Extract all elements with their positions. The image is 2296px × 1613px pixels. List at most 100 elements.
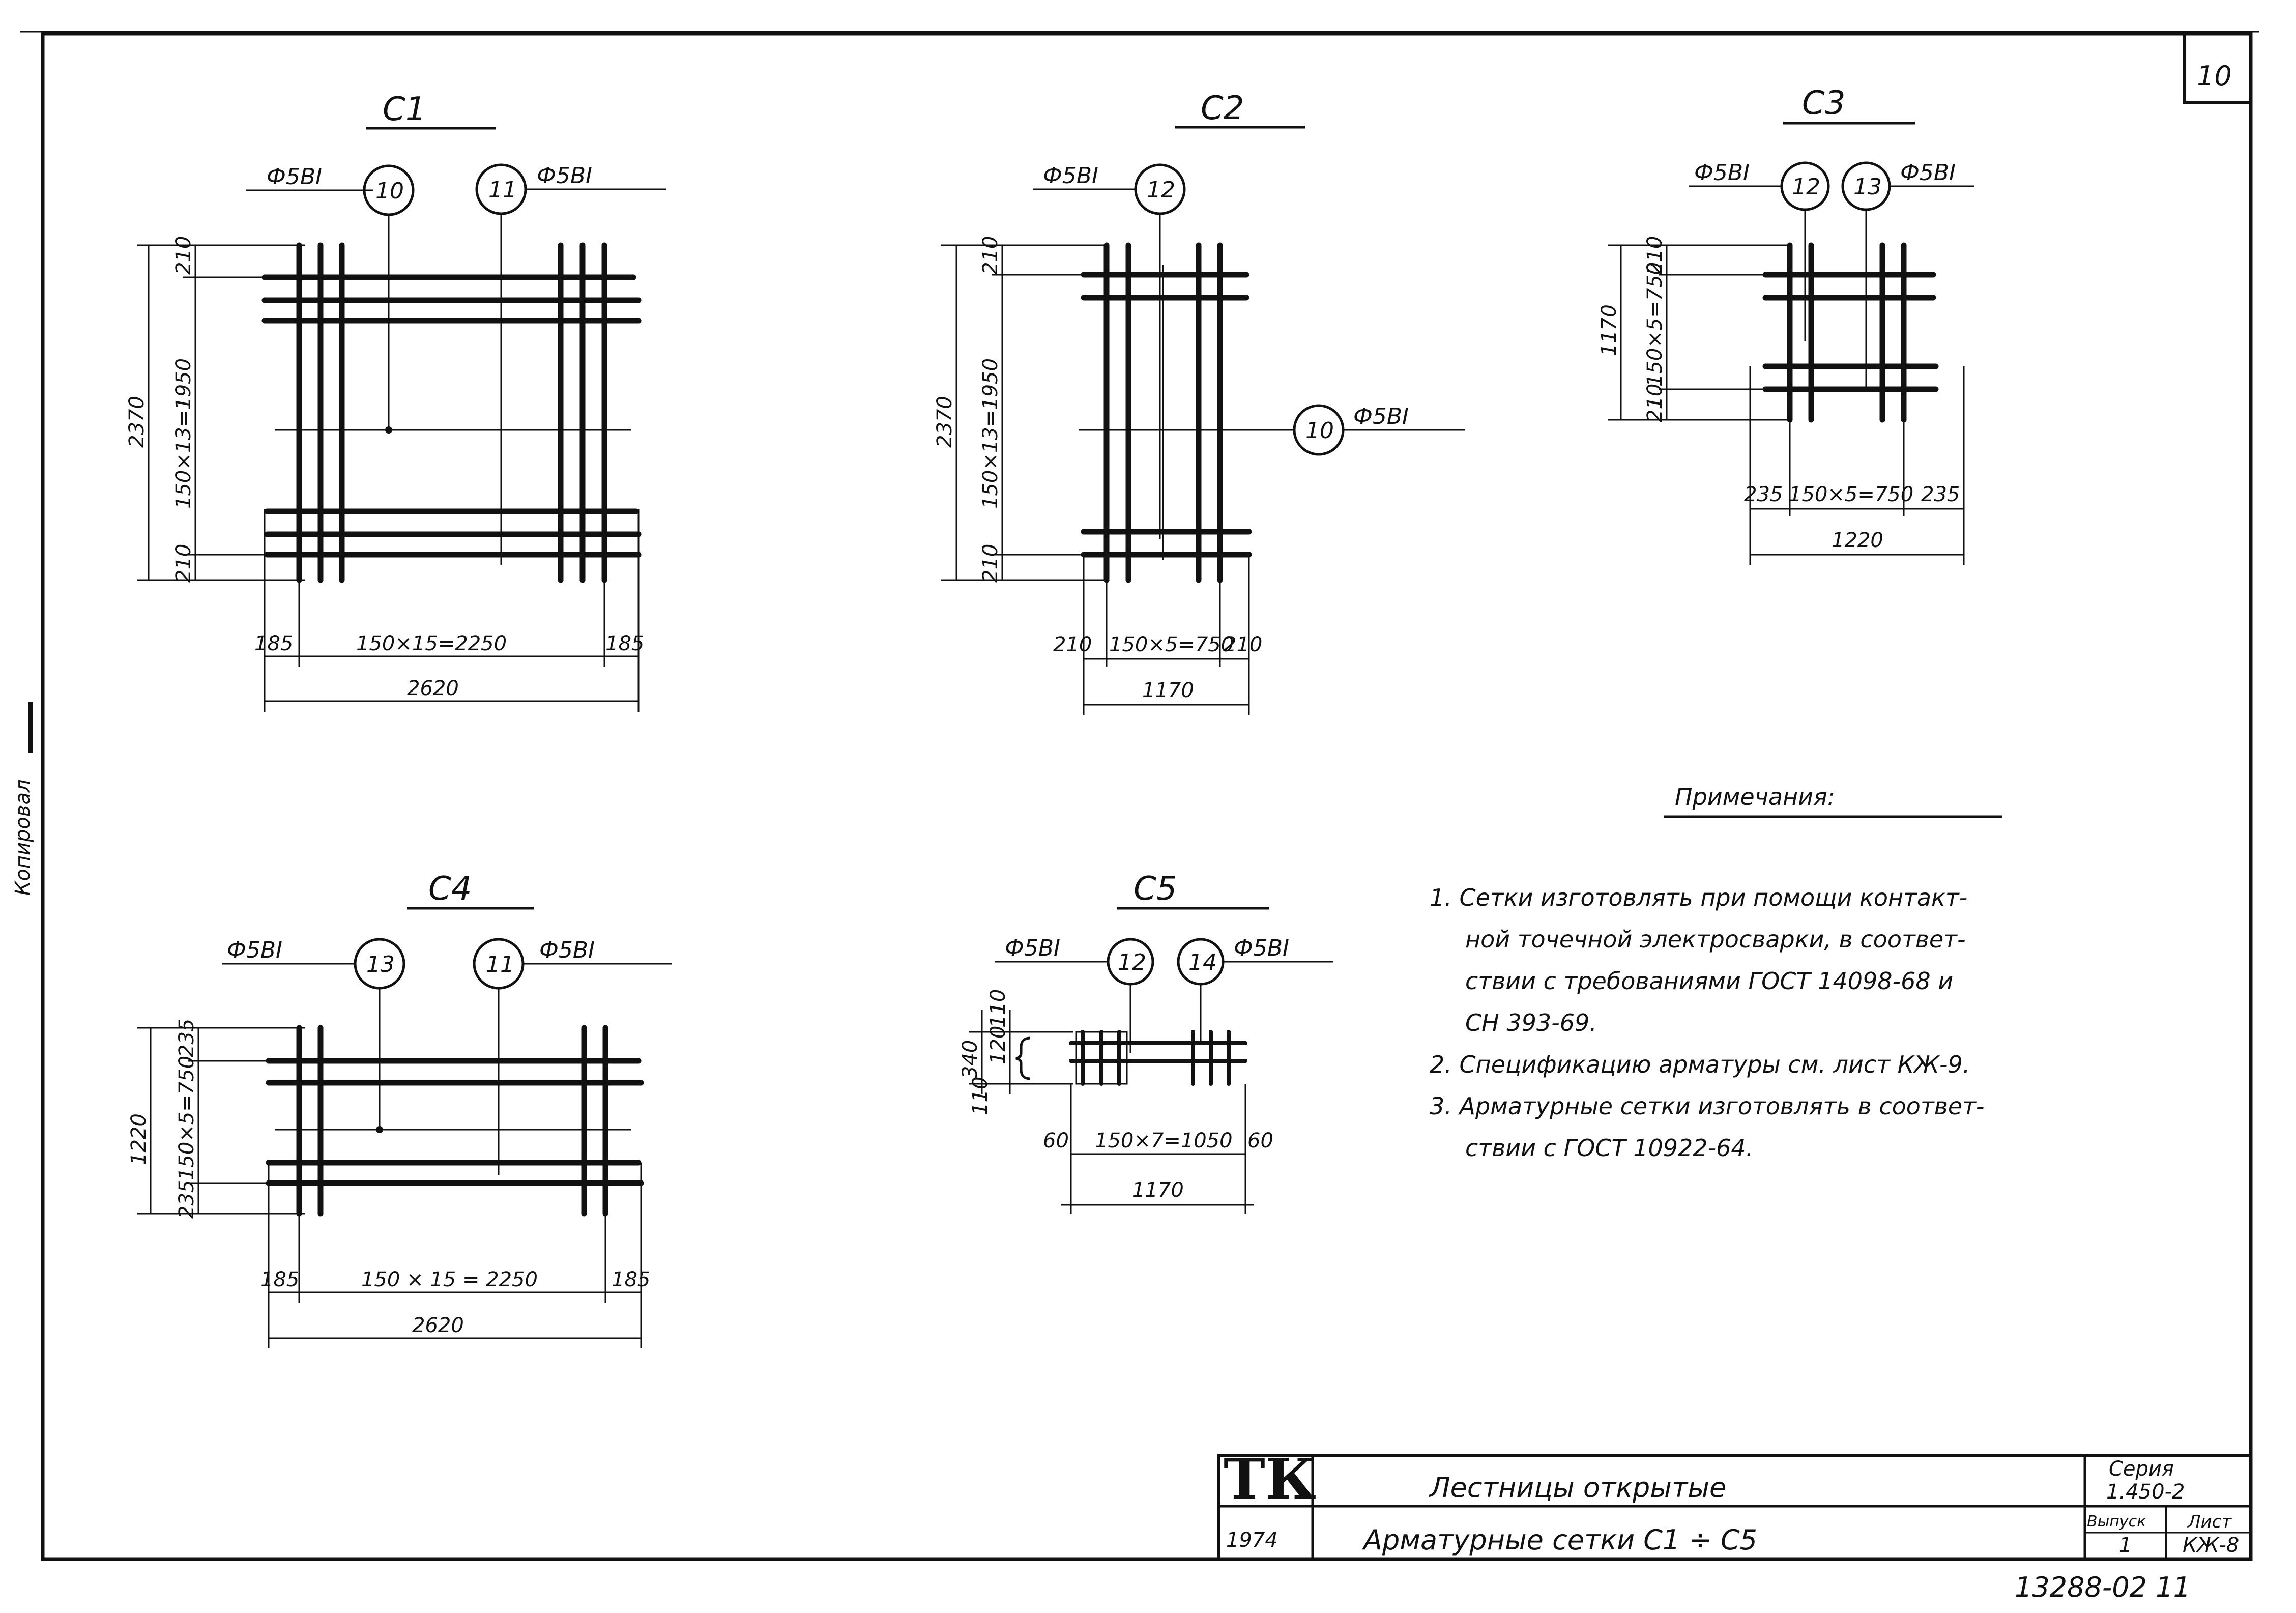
- c1-w-left: 185: [254, 632, 293, 655]
- c5-w-total: 1170: [1132, 1178, 1184, 1202]
- mesh-c4-rebar-2: Ф5ВI: [539, 937, 595, 963]
- c4-w-left: 185: [260, 1268, 299, 1291]
- c3-h-bot: 210: [1643, 384, 1667, 422]
- c5-h-top: 110: [986, 989, 1010, 1028]
- c5-h-mid: 120: [986, 1026, 1010, 1064]
- c5-w-right: 60: [1247, 1129, 1273, 1153]
- mesh-c3-title: С3: [1802, 84, 1845, 122]
- series-value: 1.450-2: [2106, 1480, 2185, 1504]
- c2-w-right: 210: [1224, 633, 1262, 656]
- mesh-c3-rebar-2: Ф5ВI: [1900, 160, 1956, 186]
- mesh-c5-rebar-1: Ф5ВI: [1005, 935, 1060, 961]
- c2-w-left: 210: [1053, 633, 1092, 656]
- c1-h-total: 2370: [125, 396, 149, 448]
- note-line: ствии с ГОСТ 10922-64.: [1465, 1134, 1753, 1162]
- mesh-c3: С3 Ф5ВI 12 13 Ф5ВI 1170 150×5=750 210: [1597, 84, 1974, 565]
- mesh-c5-mark-2: 14: [1188, 949, 1217, 975]
- note-line: 2. Спецификацию арматуры см. лист КЖ-9.: [1430, 1051, 1970, 1078]
- c1-h-mid: 150×13=1950: [172, 358, 195, 509]
- sheet-number: 10: [2197, 60, 2232, 92]
- notes: Примечания: 1. Сетки изготовлять при пом…: [1430, 783, 2002, 1162]
- c4-w-total: 2620: [412, 1314, 464, 1337]
- mesh-c4-rebar-1: Ф5ВI: [227, 937, 282, 963]
- c5-h-bot: 110: [969, 1077, 992, 1115]
- mesh-c1-mark-1: 10: [375, 178, 404, 204]
- note-line: ствии с требованиями ГОСТ 14098-68 и: [1465, 967, 1953, 995]
- mesh-c5: С5 Ф5ВI 12 14 Ф5ВI 340 110 120 11: [958, 870, 1333, 1214]
- c3-bars: [1762, 242, 1939, 423]
- c3-w-right: 235: [1921, 483, 1960, 506]
- mesh-c1-rebar-1: Ф5ВI: [267, 164, 322, 190]
- mesh-c4: С4 Ф5ВI 13 11 Ф5ВI 1220 150×5=750: [127, 870, 672, 1348]
- mesh-c1-mark-2: 11: [488, 177, 517, 203]
- mesh-c5-rebar-2: Ф5ВI: [1234, 935, 1289, 961]
- c4-h-total: 1220: [127, 1113, 151, 1165]
- brace-mark: [1015, 1036, 1031, 1080]
- spacer-frame: [1075, 1031, 1128, 1085]
- c2-w-total: 1170: [1142, 679, 1194, 702]
- c5-w-mid: 150×7=1050: [1095, 1129, 1233, 1153]
- c3-h-total: 1170: [1597, 304, 1621, 356]
- mesh-c2-mark-2: 10: [1305, 418, 1334, 444]
- c1-bars: [261, 242, 642, 583]
- c2-w-mid: 150×5=750: [1109, 633, 1234, 656]
- c4-h-bot: 235: [175, 1180, 198, 1219]
- mesh-c3-mark-1: 12: [1792, 174, 1820, 200]
- c3-h-mid: 150×5=750: [1643, 262, 1667, 387]
- c5-w-left: 60: [1043, 1129, 1069, 1153]
- c2-h-bot: 210: [979, 544, 1002, 583]
- mesh-c3-rebar-1: Ф5ВI: [1694, 160, 1750, 186]
- c4-bars: [266, 1025, 644, 1217]
- mesh-c2-mark-1: 12: [1147, 177, 1175, 203]
- mesh-c4-title: С4: [428, 870, 472, 908]
- sheet-frame: [41, 32, 2253, 1561]
- c4-w-mid: 150 × 15 = 2250: [361, 1268, 538, 1291]
- c1-w-total: 2620: [407, 677, 459, 700]
- title-block: ТК 1974 Лестницы открытые Арматурные сет…: [1217, 1446, 2252, 1561]
- mesh-c2-rebar-1: Ф5ВI: [1043, 163, 1098, 189]
- issue-value: 1: [2119, 1534, 2132, 1557]
- c4-w-right: 185: [612, 1268, 650, 1291]
- note-line: СН 393-69.: [1465, 1009, 1597, 1036]
- c3-w-total: 1220: [1832, 529, 1883, 552]
- c2-h-mid: 150×13=1950: [979, 358, 1002, 509]
- notes-heading: Примечания:: [1675, 783, 1835, 811]
- c2-bars: [1079, 242, 1295, 583]
- project-name: Лестницы открытые: [1429, 1472, 1726, 1504]
- c4-h-mid: 150×5=750: [175, 1056, 198, 1180]
- year: 1974: [1226, 1529, 1278, 1552]
- mesh-c2: С2 Ф5ВI 12 10 Ф5ВI 2370 150×13=1950: [933, 90, 1465, 715]
- archive-stamp: 13288-02 11: [2015, 1571, 2191, 1603]
- c3-w-left: 235: [1744, 483, 1783, 506]
- mesh-c3-mark-2: 13: [1853, 174, 1882, 200]
- c2-h-total: 2370: [933, 396, 956, 448]
- sheet-label: Лист: [2187, 1512, 2232, 1532]
- sheet-number-box: [2183, 32, 2252, 104]
- c3-w-mid: 150×5=750: [1789, 483, 1913, 506]
- drawing-name: Арматурные сетки С1 ÷ С5: [1362, 1524, 1757, 1556]
- series-label: Серия: [2109, 1457, 2174, 1481]
- note-line: 1. Сетки изготовлять при помощи контакт-: [1430, 884, 1967, 911]
- note-line: 3. Арматурные сетки изготовлять в соотве…: [1430, 1092, 1985, 1120]
- mesh-c4-mark-1: 13: [366, 952, 395, 977]
- margin-text: Копировал: [11, 779, 35, 896]
- c1-h-top: 210: [172, 236, 195, 275]
- c3-h-top: 210: [1643, 236, 1667, 275]
- issue-label: Выпуск: [2087, 1513, 2146, 1531]
- c2-h-top: 210: [979, 236, 1002, 275]
- c4-h-top: 235: [175, 1019, 198, 1057]
- mesh-c1-rebar-2: Ф5ВI: [537, 163, 592, 189]
- mesh-c5-mark-1: 12: [1118, 949, 1146, 975]
- mesh-c4-mark-2: 11: [486, 952, 514, 977]
- c1-h-bot: 210: [172, 544, 195, 583]
- org-logo: ТК: [1224, 1446, 1316, 1512]
- c5-h-total: 340: [958, 1040, 982, 1079]
- mesh-c5-title: С5: [1134, 870, 1177, 908]
- c1-w-right: 185: [605, 632, 644, 655]
- mesh-c2-title: С2: [1201, 90, 1244, 127]
- note-line: ной точечной электросварки, в соответ-: [1465, 926, 1966, 953]
- c5-bars: [1015, 1030, 1247, 1086]
- mesh-c1: С1 Ф5ВI 10 11 Ф5ВI: [125, 91, 666, 712]
- c1-w-mid: 150×15=2250: [356, 632, 507, 655]
